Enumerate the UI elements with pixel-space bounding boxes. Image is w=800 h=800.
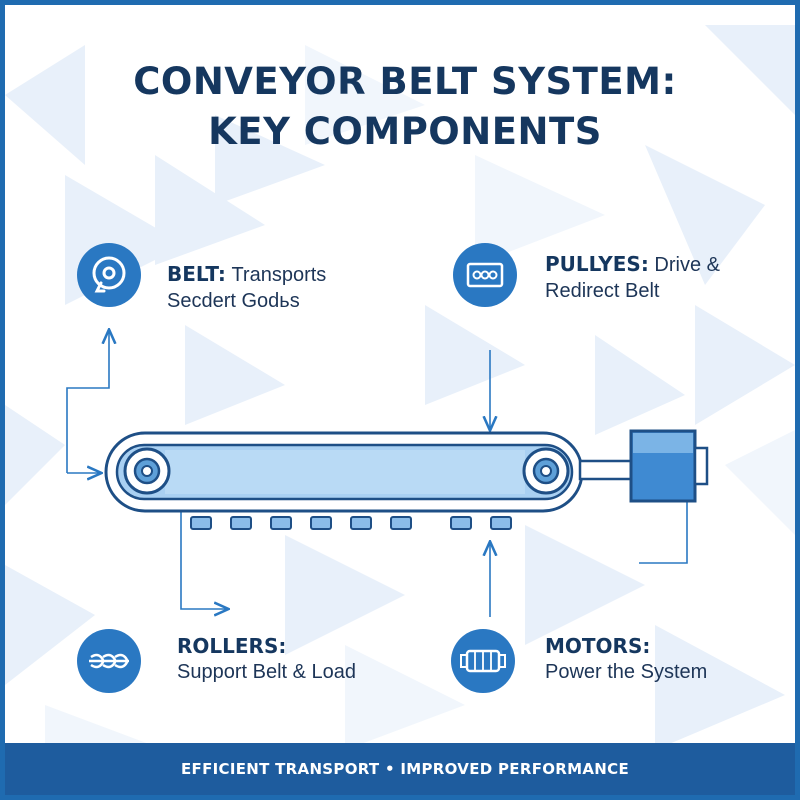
belt-desc-line-1: Transports <box>231 264 327 286</box>
belt-desc-line-2: Secdert Godьs <box>167 290 300 312</box>
support-roller <box>230 516 252 530</box>
pulleys-label: PULLYES: Drive & Redirect Belt <box>545 251 720 304</box>
page-title: CONVEYOR BELT SYSTEM: KEY COMPONENTS <box>5 57 795 157</box>
left-pulley <box>123 447 171 495</box>
motor-shaft <box>578 459 634 481</box>
footer-banner: EFFICIENT TRANSPORT • IMPROVED PERFORMAN… <box>5 743 795 795</box>
motor-endcap <box>693 446 709 486</box>
rollers-desc: Support Belt & Load <box>177 661 357 683</box>
rollers-label: ROLLERS: Support Belt & Load <box>177 633 356 685</box>
support-roller <box>190 516 212 530</box>
motor-connector-arrow <box>639 479 687 564</box>
motor-icon <box>460 649 506 673</box>
conveyor-diagram <box>66 5 709 617</box>
support-roller <box>310 516 332 530</box>
motors-name: MOTORS: <box>545 634 651 658</box>
motor-top <box>633 433 693 453</box>
support-roller <box>490 516 512 530</box>
belt-icon-badge <box>77 243 141 307</box>
support-roller <box>390 516 412 530</box>
motors-desc: Power the System <box>545 661 708 683</box>
belt-connector-arrow <box>66 331 109 473</box>
pulleys-desc-line-2: Redirect Belt <box>545 280 660 302</box>
background-pattern <box>5 25 795 750</box>
title-line-1: CONVEYOR BELT SYSTEM: <box>133 60 677 103</box>
rollers-connector-arrow <box>180 485 227 609</box>
belt-reel-icon <box>92 256 126 293</box>
motors-label: MOTORS: Power the System <box>545 633 707 685</box>
belt-label: BELT: Transports Secdert Godьs <box>167 261 326 314</box>
support-rollers <box>190 516 512 530</box>
support-roller <box>270 516 292 530</box>
belt-name: BELT: <box>167 262 226 286</box>
pulley-panel-icon <box>466 262 504 288</box>
title-line-2: KEY COMPONENTS <box>208 110 602 153</box>
rollers-name: ROLLERS: <box>177 634 287 658</box>
pulleys-name: PULLYES: <box>545 252 649 276</box>
right-pulley <box>522 447 570 495</box>
motors-icon-badge <box>451 629 515 693</box>
rollers-icon <box>89 653 129 669</box>
pulleys-icon-badge <box>453 243 517 307</box>
footer-text: EFFICIENT TRANSPORT • IMPROVED PERFORMAN… <box>180 760 629 778</box>
belt-surface <box>165 450 525 494</box>
support-roller <box>450 516 472 530</box>
pulleys-desc-line-1: Drive & <box>654 254 720 276</box>
support-roller <box>350 516 372 530</box>
rollers-icon-badge <box>77 629 141 693</box>
